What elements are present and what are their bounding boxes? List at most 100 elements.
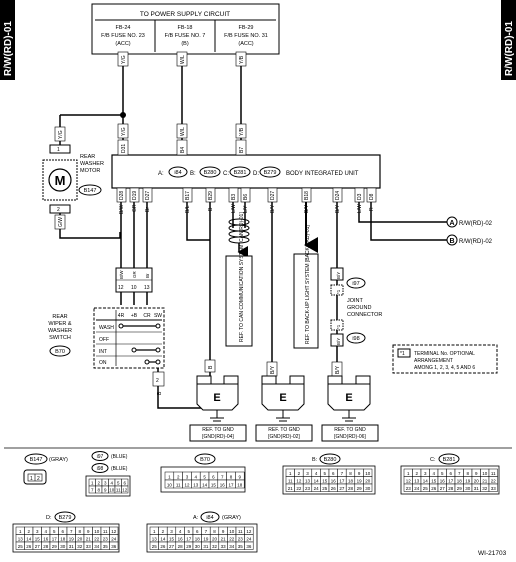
backup-reference: REF. TO BACK-UP LIGHT SYSTEM [BACK(LRD)-…: [293, 202, 319, 349]
connector-pin-number: 7: [341, 471, 344, 476]
connector-pin-number: 29: [186, 544, 192, 549]
connector-pin-number: 24: [111, 537, 117, 542]
connector-pin-number: 11: [491, 471, 496, 476]
connector-pin-number: 24: [314, 486, 320, 491]
svg-text:REF. TO CAN COMMUNICATION SYST: REF. TO CAN COMMUNICATION SYSTEM [CAN(RD…: [239, 212, 245, 342]
connector-pin-number: 12: [111, 529, 117, 534]
svg-text:REAR: REAR: [80, 154, 95, 160]
svg-text:*1: *1: [336, 324, 341, 329]
svg-text:2: 2: [37, 476, 40, 482]
connector-pin-number: 18: [348, 479, 354, 484]
svg-text:B281: B281: [443, 457, 456, 463]
connector-pin-number: 23: [305, 486, 311, 491]
ground1-wires: [186, 202, 211, 360]
svg-text:D28: D28: [119, 191, 125, 200]
svg-text:B17: B17: [185, 191, 191, 200]
svg-text:i97: i97: [97, 454, 104, 460]
svg-text:B/Y: B/Y: [336, 338, 341, 345]
connector-pin-number: 9: [222, 529, 225, 534]
connector-pin-number: 1: [91, 481, 94, 486]
svg-text:B4: B4: [180, 147, 186, 153]
svg-text:B: B: [208, 365, 214, 369]
svg-text:B280: B280: [204, 170, 217, 176]
ground-1: E REF. TO GND [GND(RD)-04]: [189, 375, 247, 442]
connector-pin-number: 28: [43, 544, 49, 549]
connector-pin-number: 33: [491, 486, 497, 491]
connector-pin-number: 25: [18, 544, 24, 549]
connector-pin-number: 16: [220, 483, 226, 488]
ref-a: A R/W(RD)-02: [358, 202, 493, 228]
connector-pin-number: 11: [238, 529, 243, 534]
svg-text:A:: A:: [158, 171, 164, 177]
svg-text:C:: C:: [223, 171, 229, 177]
connector-pin-number: 28: [178, 544, 184, 549]
connector-pin-number: 27: [169, 544, 175, 549]
connector-pin: [244, 541, 254, 550]
svg-text:(BLUE): (BLUE): [111, 454, 128, 460]
svg-text:(GRAY): (GRAY): [49, 457, 68, 463]
ground-2: E REF. TO GND [GND(RD)-02]: [255, 375, 313, 442]
svg-text:2: 2: [57, 207, 60, 213]
svg-text:i98: i98: [352, 336, 359, 342]
connector-pin-number: 3: [104, 481, 107, 486]
connector-pin-number: 5: [441, 471, 444, 476]
connector-pin-number: 27: [35, 544, 41, 549]
body-integrated-unit: A: i84 B: B280 C: B281 D: B279 BODY INTE…: [111, 154, 381, 189]
connector-pin-number: 4: [179, 529, 182, 534]
connector-pin-number: 10: [229, 529, 235, 534]
connector-pin-number: 20: [77, 537, 83, 542]
svg-text:REF. TO GND: REF. TO GND: [202, 427, 234, 433]
connector-pin-number: 3: [170, 529, 173, 534]
svg-text:MOTOR: MOTOR: [80, 168, 100, 174]
svg-text:B: B: [157, 391, 163, 395]
connector-pin-number: 17: [339, 479, 345, 484]
connector-pin-number: 16: [178, 537, 184, 542]
connector-pin-number: 32: [77, 544, 83, 549]
connector-pin-number: 11: [116, 488, 121, 493]
connector-pin-number: 5: [323, 471, 326, 476]
connector-pin-number: 10: [365, 471, 371, 476]
svg-text:B3: B3: [231, 194, 237, 200]
svg-text:GR: GR: [132, 270, 137, 278]
svg-text:B147: B147: [84, 188, 97, 194]
svg-text:B18: B18: [304, 191, 310, 200]
svg-text:JOINT: JOINT: [347, 298, 364, 304]
svg-text:i97: i97: [352, 281, 359, 287]
connector-pin-number: 19: [357, 479, 363, 484]
connector-pin-number: 25: [152, 544, 158, 549]
svg-text:CONNECTOR: CONNECTOR: [347, 312, 382, 318]
connector-pin-number: 1: [153, 529, 156, 534]
svg-text:C:: C:: [430, 457, 436, 463]
connector-pin-number: 10: [109, 488, 115, 493]
connector-pin: [488, 483, 498, 492]
svg-text:2: 2: [156, 378, 159, 384]
svg-text:B:: B:: [190, 171, 196, 177]
connector-pin-number: 23: [103, 537, 109, 542]
connector-pin-number: 6: [123, 481, 126, 486]
connector-pin-number: 2: [162, 529, 165, 534]
svg-text:+B: +B: [131, 313, 138, 319]
connector-pin-number: 21: [221, 537, 227, 542]
svg-text:1: 1: [57, 147, 60, 153]
connector-pin-number: 19: [465, 479, 471, 484]
connector-pin-number: 4: [315, 471, 318, 476]
svg-text:AMONG 1, 2, 3, 4, 5 AND 6: AMONG 1, 2, 3, 4, 5 AND 6: [414, 365, 475, 371]
connector-pin-number: 17: [448, 479, 454, 484]
joint-ground-connector: B/Y *1 *1 B/Y i97 i98 JOINT GROUND CONNE…: [330, 202, 382, 362]
fuse-1-line2: F/B FUSE NO. 23: [101, 33, 145, 39]
connector-pin-number: 30: [465, 486, 471, 491]
svg-text:R/W(RD)-01: R/W(RD)-01: [3, 21, 14, 76]
svg-text:i98: i98: [97, 466, 104, 472]
svg-text:B/Y: B/Y: [335, 365, 341, 374]
fuse-1-id: FB-24: [116, 25, 131, 31]
connector-pin-number: 3: [36, 529, 39, 534]
svg-text:B70: B70: [55, 349, 65, 355]
connector-pin-number: 19: [203, 537, 209, 542]
connector-pin-number: 20: [212, 537, 218, 542]
fuse-3-line2: F/B FUSE NO. 31: [224, 33, 268, 39]
switch-connector-pins: B/W GR Br 12 10 13: [115, 267, 153, 293]
connector-pin-number: 33: [86, 544, 92, 549]
